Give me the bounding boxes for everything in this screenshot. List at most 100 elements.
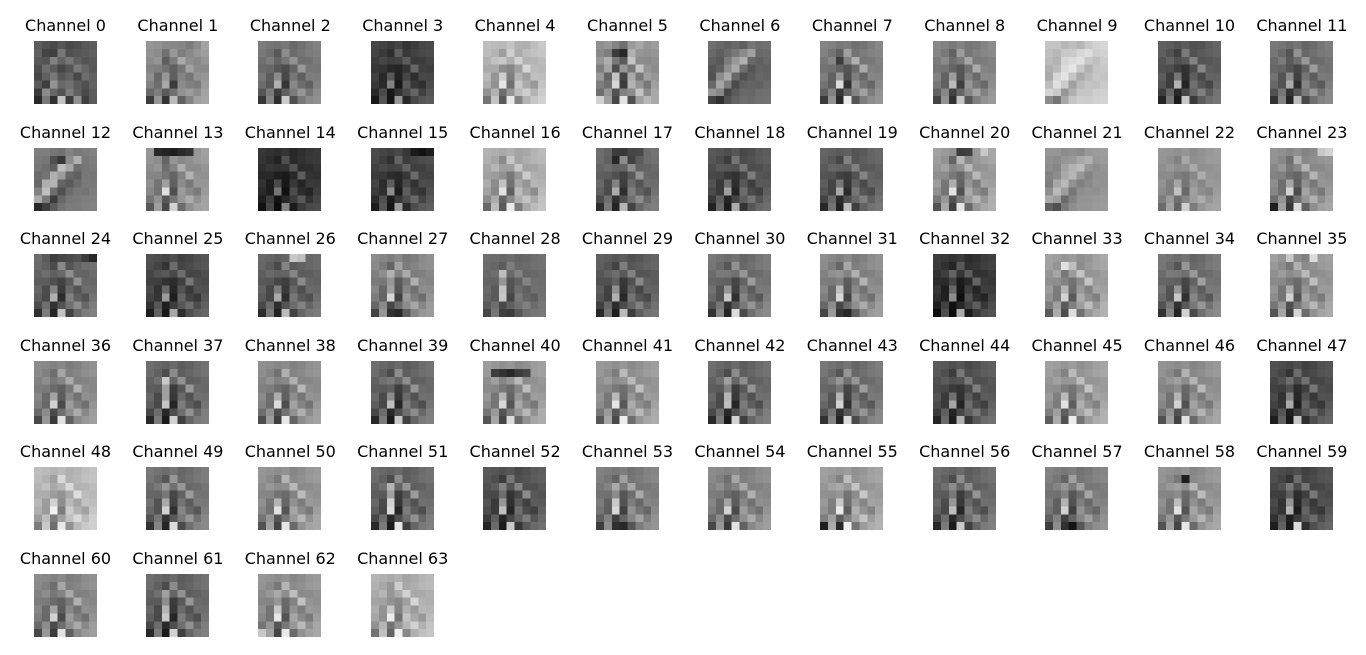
heatmap-cell xyxy=(715,147,724,156)
heatmap-cell xyxy=(425,620,434,629)
heatmap-cell xyxy=(1196,399,1205,408)
heatmap-cell xyxy=(964,506,973,515)
heatmap-cell xyxy=(530,41,539,50)
heatmap-cell xyxy=(755,285,764,294)
heatmap-cell xyxy=(483,56,492,65)
heatmap-cell xyxy=(867,41,876,50)
heatmap-cell xyxy=(611,179,620,188)
heatmap-cell xyxy=(483,474,492,483)
heatmap-cell xyxy=(859,514,868,523)
heatmap-cell xyxy=(611,482,620,491)
heatmap-cell xyxy=(193,155,202,164)
heatmap-cell xyxy=(386,482,395,491)
heatmap-cell xyxy=(956,64,965,73)
heatmap-cell xyxy=(41,573,50,582)
heatmap-cell xyxy=(707,360,716,369)
heatmap-cell xyxy=(289,72,298,81)
heatmap-cell xyxy=(987,293,996,302)
heatmap-cell xyxy=(145,194,154,203)
heatmap-cell xyxy=(370,573,379,582)
heatmap-cell xyxy=(33,254,42,263)
channel-title: Channel 20 xyxy=(919,122,1011,142)
heatmap-cell xyxy=(514,261,523,270)
heatmap-cell xyxy=(313,360,322,369)
heatmap-cell xyxy=(707,194,716,203)
heatmap-cell xyxy=(1045,277,1054,286)
heatmap-cell xyxy=(1325,474,1333,483)
heatmap-cell xyxy=(33,277,42,286)
heatmap-cell xyxy=(956,522,965,530)
heatmap-cell xyxy=(281,612,290,621)
heatmap-cell xyxy=(378,309,387,317)
heatmap-cell xyxy=(161,399,170,408)
heatmap-cell xyxy=(1189,179,1198,188)
heatmap-cell xyxy=(707,376,716,385)
heatmap-cell xyxy=(1285,514,1294,523)
heatmap-cell xyxy=(1068,407,1077,416)
heatmap-cell xyxy=(72,384,81,393)
heatmap-cell xyxy=(169,155,178,164)
heatmap-cell xyxy=(642,384,651,393)
heatmap-cell xyxy=(370,392,379,401)
heatmap-cell xyxy=(490,360,500,369)
heatmap-cell xyxy=(41,72,50,81)
heatmap-cell xyxy=(1092,392,1101,401)
heatmap-cell xyxy=(1181,301,1190,310)
heatmap-cell xyxy=(161,589,170,598)
heatmap-cell xyxy=(161,384,170,393)
heatmap-cell xyxy=(153,147,162,156)
heatmap-cell xyxy=(289,41,298,50)
heatmap-cell xyxy=(755,179,764,188)
heatmap-cell xyxy=(1100,399,1109,408)
heatmap-cell xyxy=(201,186,209,195)
heatmap-cell xyxy=(410,498,419,507)
heatmap-cell xyxy=(1181,309,1190,317)
heatmap-cell xyxy=(538,254,547,263)
channel-heatmap xyxy=(145,360,209,424)
heatmap-cell xyxy=(828,415,837,424)
heatmap-cell xyxy=(875,56,884,65)
heatmap-cell xyxy=(522,522,531,530)
heatmap-cell xyxy=(755,269,764,278)
heatmap-cell xyxy=(731,368,740,377)
heatmap-cell xyxy=(627,277,636,286)
heatmap-cell xyxy=(514,522,523,530)
heatmap-cell xyxy=(972,96,981,104)
heatmap-cell xyxy=(161,254,170,263)
heatmap-cell xyxy=(932,498,941,507)
heatmap-cell xyxy=(289,597,298,606)
heatmap-cell xyxy=(650,506,659,515)
heatmap-cell xyxy=(867,293,876,302)
heatmap-cell xyxy=(1100,147,1109,156)
heatmap-cell xyxy=(1309,415,1318,424)
heatmap-cell xyxy=(964,407,973,416)
heatmap-cell xyxy=(185,514,194,523)
heatmap-cell xyxy=(153,171,162,180)
heatmap-cell xyxy=(410,41,419,50)
heatmap-cell xyxy=(595,147,604,156)
heatmap-cell xyxy=(177,628,186,637)
heatmap-cell xyxy=(1293,285,1302,294)
channel-panel: Channel 10 xyxy=(1134,17,1246,109)
heatmap-cell xyxy=(57,155,66,164)
heatmap-cell xyxy=(266,399,275,408)
heatmap-cell xyxy=(266,628,275,637)
heatmap-cell xyxy=(425,72,434,81)
channel-heatmap xyxy=(1157,147,1221,211)
heatmap-cell xyxy=(1196,360,1205,369)
heatmap-cell xyxy=(297,573,306,582)
heatmap-cell xyxy=(402,612,411,621)
heatmap-cell xyxy=(65,360,74,369)
heatmap-cell xyxy=(65,48,74,57)
heatmap-cell xyxy=(193,309,202,317)
heatmap-svg xyxy=(483,147,547,211)
heatmap-cell xyxy=(1181,514,1190,523)
heatmap-cell xyxy=(1277,186,1286,195)
heatmap-cell xyxy=(498,474,507,483)
heatmap-cell xyxy=(1060,309,1069,317)
heatmap-cell xyxy=(1157,64,1166,73)
heatmap-cell xyxy=(1076,202,1085,211)
heatmap-cell xyxy=(642,376,651,385)
heatmap-cell xyxy=(1076,88,1085,97)
heatmap-cell xyxy=(650,179,659,188)
